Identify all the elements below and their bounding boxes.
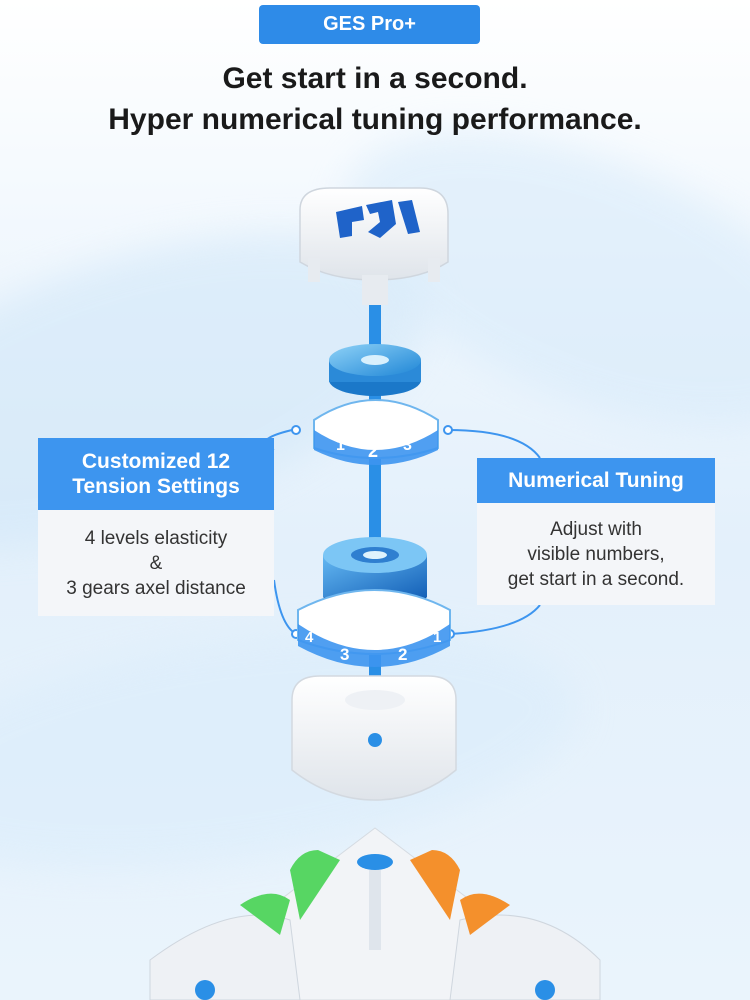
upper-dial [329,344,421,396]
lower-ring-number: 2 [398,645,407,664]
lower-number-ring [297,589,451,667]
callout-title-line: Tension Settings [72,475,240,498]
lower-ring-number: 3 [340,645,349,664]
callout-body: Adjust with visible numbers, get start i… [477,503,715,605]
lower-ring-number: 1 [433,629,441,646]
callout-title: Numerical Tuning [477,458,715,503]
upper-ring-number: 3 [403,437,412,454]
lower-ring-number: 4 [305,629,314,646]
spring-housing [291,675,457,801]
headline-line-1: Get start in a second. [222,62,528,95]
callout-body-line: visible numbers, [527,543,665,565]
callout-body-line: 4 levels elasticity [84,527,228,549]
cube-core [149,827,601,1000]
callout-body: 4 levels elasticity & 3 gears axel dista… [38,510,274,616]
callout-body-line: & [149,552,163,574]
callout-title: Customized 12 Tension Settings [38,438,274,510]
callout-title-line: Customized 12 [81,450,231,473]
upper-ring-number: 2 [368,441,378,461]
callout-body-line: Adjust with [550,518,642,540]
callout-body-line: 3 gears axel distance [66,577,246,599]
callout-body-line: get start in a second. [507,568,685,590]
gan-logo-icon [336,200,420,238]
tension-settings-callout: Customized 12 Tension Settings 4 levels … [38,438,274,616]
product-badge: GES Pro+ [259,5,480,44]
numerical-tuning-callout: Numerical Tuning Adjust with visible num… [477,458,715,605]
upper-number-ring [313,399,439,465]
upper-ring-number: 1 [336,437,345,454]
headline-line-2: Hyper numerical tuning performance. [108,103,642,136]
